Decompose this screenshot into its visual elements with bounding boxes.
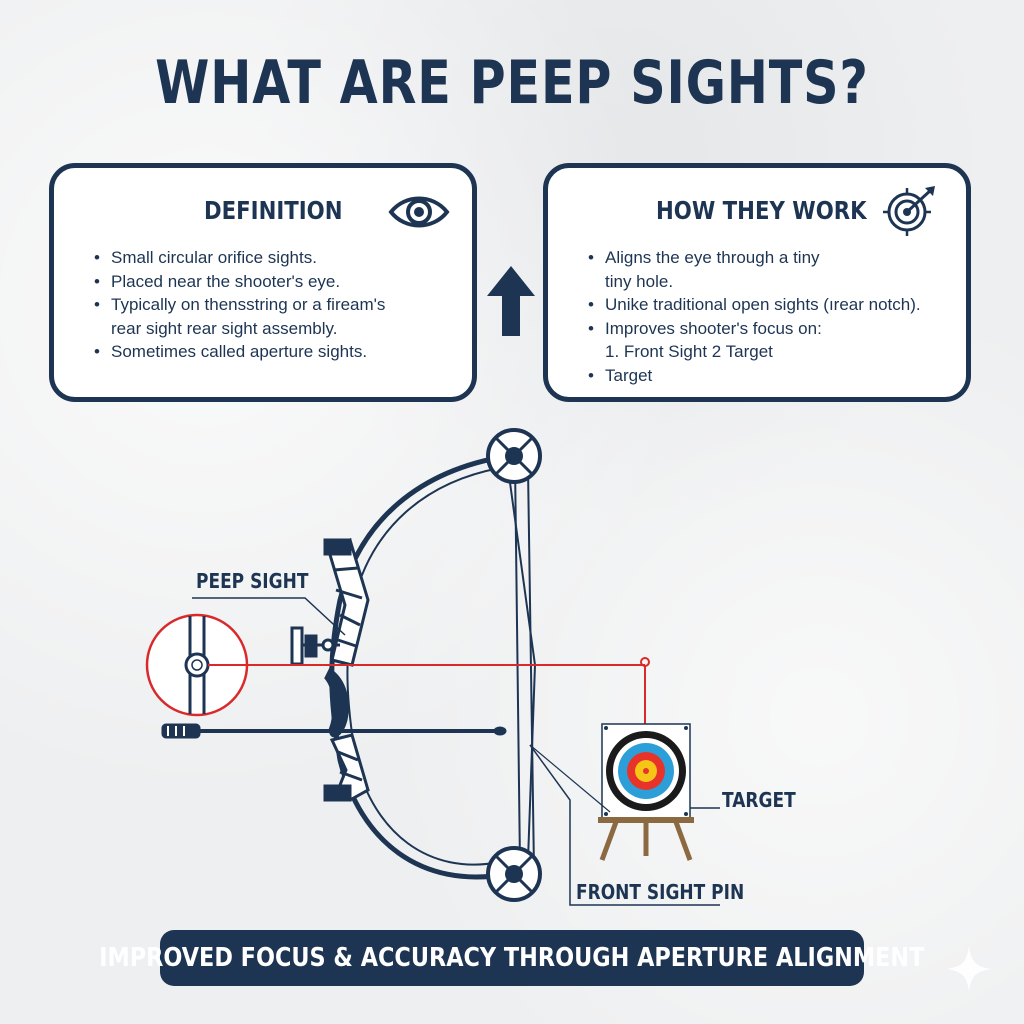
arrow	[161, 723, 507, 739]
bow-riser	[324, 667, 349, 738]
list-item-continuation: 1. Front Sight 2 Target	[605, 342, 773, 361]
bottom-cam	[486, 846, 542, 902]
peep-sight-magnifier	[145, 613, 249, 717]
list-item-continuation: rear sight rear sight assembly.	[111, 318, 338, 338]
definition-heading: DEFINITION	[204, 196, 343, 225]
bow-string	[507, 461, 536, 871]
top-cam	[486, 428, 542, 484]
target-label: TARGET	[722, 788, 796, 812]
up-arrow-icon	[487, 266, 535, 336]
list-item: Typically on thensstring or a fiream's	[94, 293, 456, 317]
definition-list: Small circular orifice sights. Placed ne…	[94, 246, 456, 364]
front-sight-pin-leader	[529, 744, 720, 906]
list-item: Small circular orifice sights.	[94, 246, 456, 270]
summary-banner-text: IMPROVED FOCUS & ACCURACY THROUGH APERTU…	[99, 943, 925, 973]
how-they-work-list: Aligns the eye through a tiny tiny hole.…	[588, 246, 950, 387]
how-they-work-card: HOW THEY WORK Aligns the eye through a t…	[543, 163, 971, 402]
list-item: Unike traditional open sights (ırear not…	[588, 293, 950, 317]
front-sight-pin-label: FRONT SIGHT PIN	[576, 880, 745, 904]
list-item: Improves shooter's focus on:	[588, 317, 950, 341]
definition-card: DEFINITION Small circular orifice sights…	[49, 163, 477, 402]
target-crosshair-icon	[883, 186, 935, 236]
peep-sight-label: PEEP SIGHT	[196, 569, 309, 593]
list-item-continuation: tiny hole.	[605, 271, 674, 291]
sight-bracket	[290, 626, 340, 666]
sparkle-icon	[946, 946, 992, 992]
list-item: Placed near the shooter's eye.	[94, 270, 456, 294]
target-easel	[598, 817, 694, 861]
upper-limb-pocket	[323, 538, 370, 667]
list-item: Target	[588, 364, 950, 388]
sight-line	[208, 657, 650, 770]
page-title: WHAT ARE PEEP SIGHTS?	[155, 48, 869, 118]
list-item: Sometimes called aperture sights.	[94, 340, 456, 364]
list-item: Aligns the eye through a tiny	[588, 246, 950, 270]
lower-limb-pocket	[323, 733, 370, 802]
how-they-work-heading: HOW THEY WORK	[656, 196, 867, 225]
bow-limb	[329, 453, 509, 880]
peep-sight-leader	[192, 597, 346, 636]
target	[601, 723, 691, 819]
summary-banner: IMPROVED FOCUS & ACCURACY THROUGH APERTU…	[99, 930, 925, 986]
eye-icon	[388, 196, 450, 228]
